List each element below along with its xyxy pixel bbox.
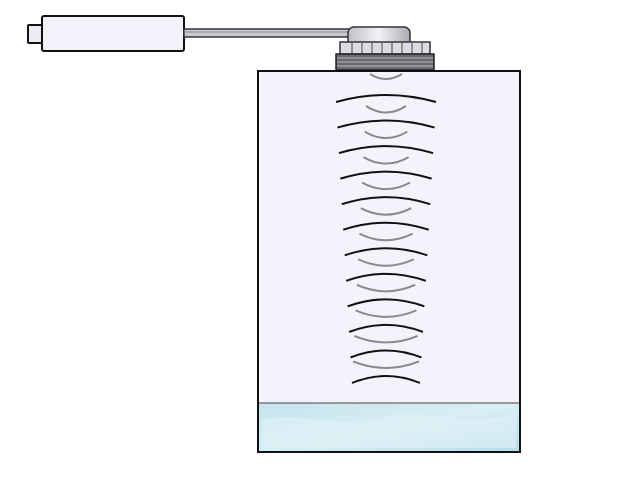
wave-arc: [347, 298, 425, 308]
echo-arc: [359, 232, 413, 242]
echo-arc: [355, 309, 417, 318]
wave-arc: [341, 196, 431, 206]
tank-body: [258, 71, 520, 452]
echo-arc: [352, 360, 420, 369]
echo-arc: [353, 334, 419, 344]
tank-outline: [257, 70, 521, 453]
sound-waves: [335, 73, 437, 384]
wave-arc: [350, 349, 422, 359]
echo-arc: [369, 73, 403, 80]
echo-arc: [356, 283, 416, 293]
wave-arc: [348, 323, 424, 333]
sensor-probe: [27, 15, 185, 52]
probe-tip: [27, 24, 43, 44]
wave-arc: [337, 119, 435, 129]
liquid-sheen: [262, 414, 516, 448]
cap-fitting: [335, 26, 435, 71]
wave-arc: [344, 247, 428, 257]
echo-arc: [364, 130, 408, 140]
wave-arc: [342, 221, 430, 231]
connecting-rod: [183, 28, 355, 38]
thread-lines: [337, 57, 433, 67]
wave-arc: [338, 145, 434, 155]
wave-arc: [340, 170, 432, 180]
cap-ridges: [351, 43, 423, 53]
echo-arc: [365, 105, 407, 114]
cap-collar: [339, 41, 431, 55]
wave-arc: [335, 94, 437, 103]
echo-arc: [360, 207, 412, 216]
wave-arc: [351, 375, 421, 384]
probe-body: [41, 15, 185, 52]
echo-arc: [361, 181, 411, 191]
wave-arc: [345, 272, 427, 282]
echo-arc: [362, 156, 410, 165]
tank: [257, 70, 521, 453]
echo-arc: [357, 258, 415, 267]
